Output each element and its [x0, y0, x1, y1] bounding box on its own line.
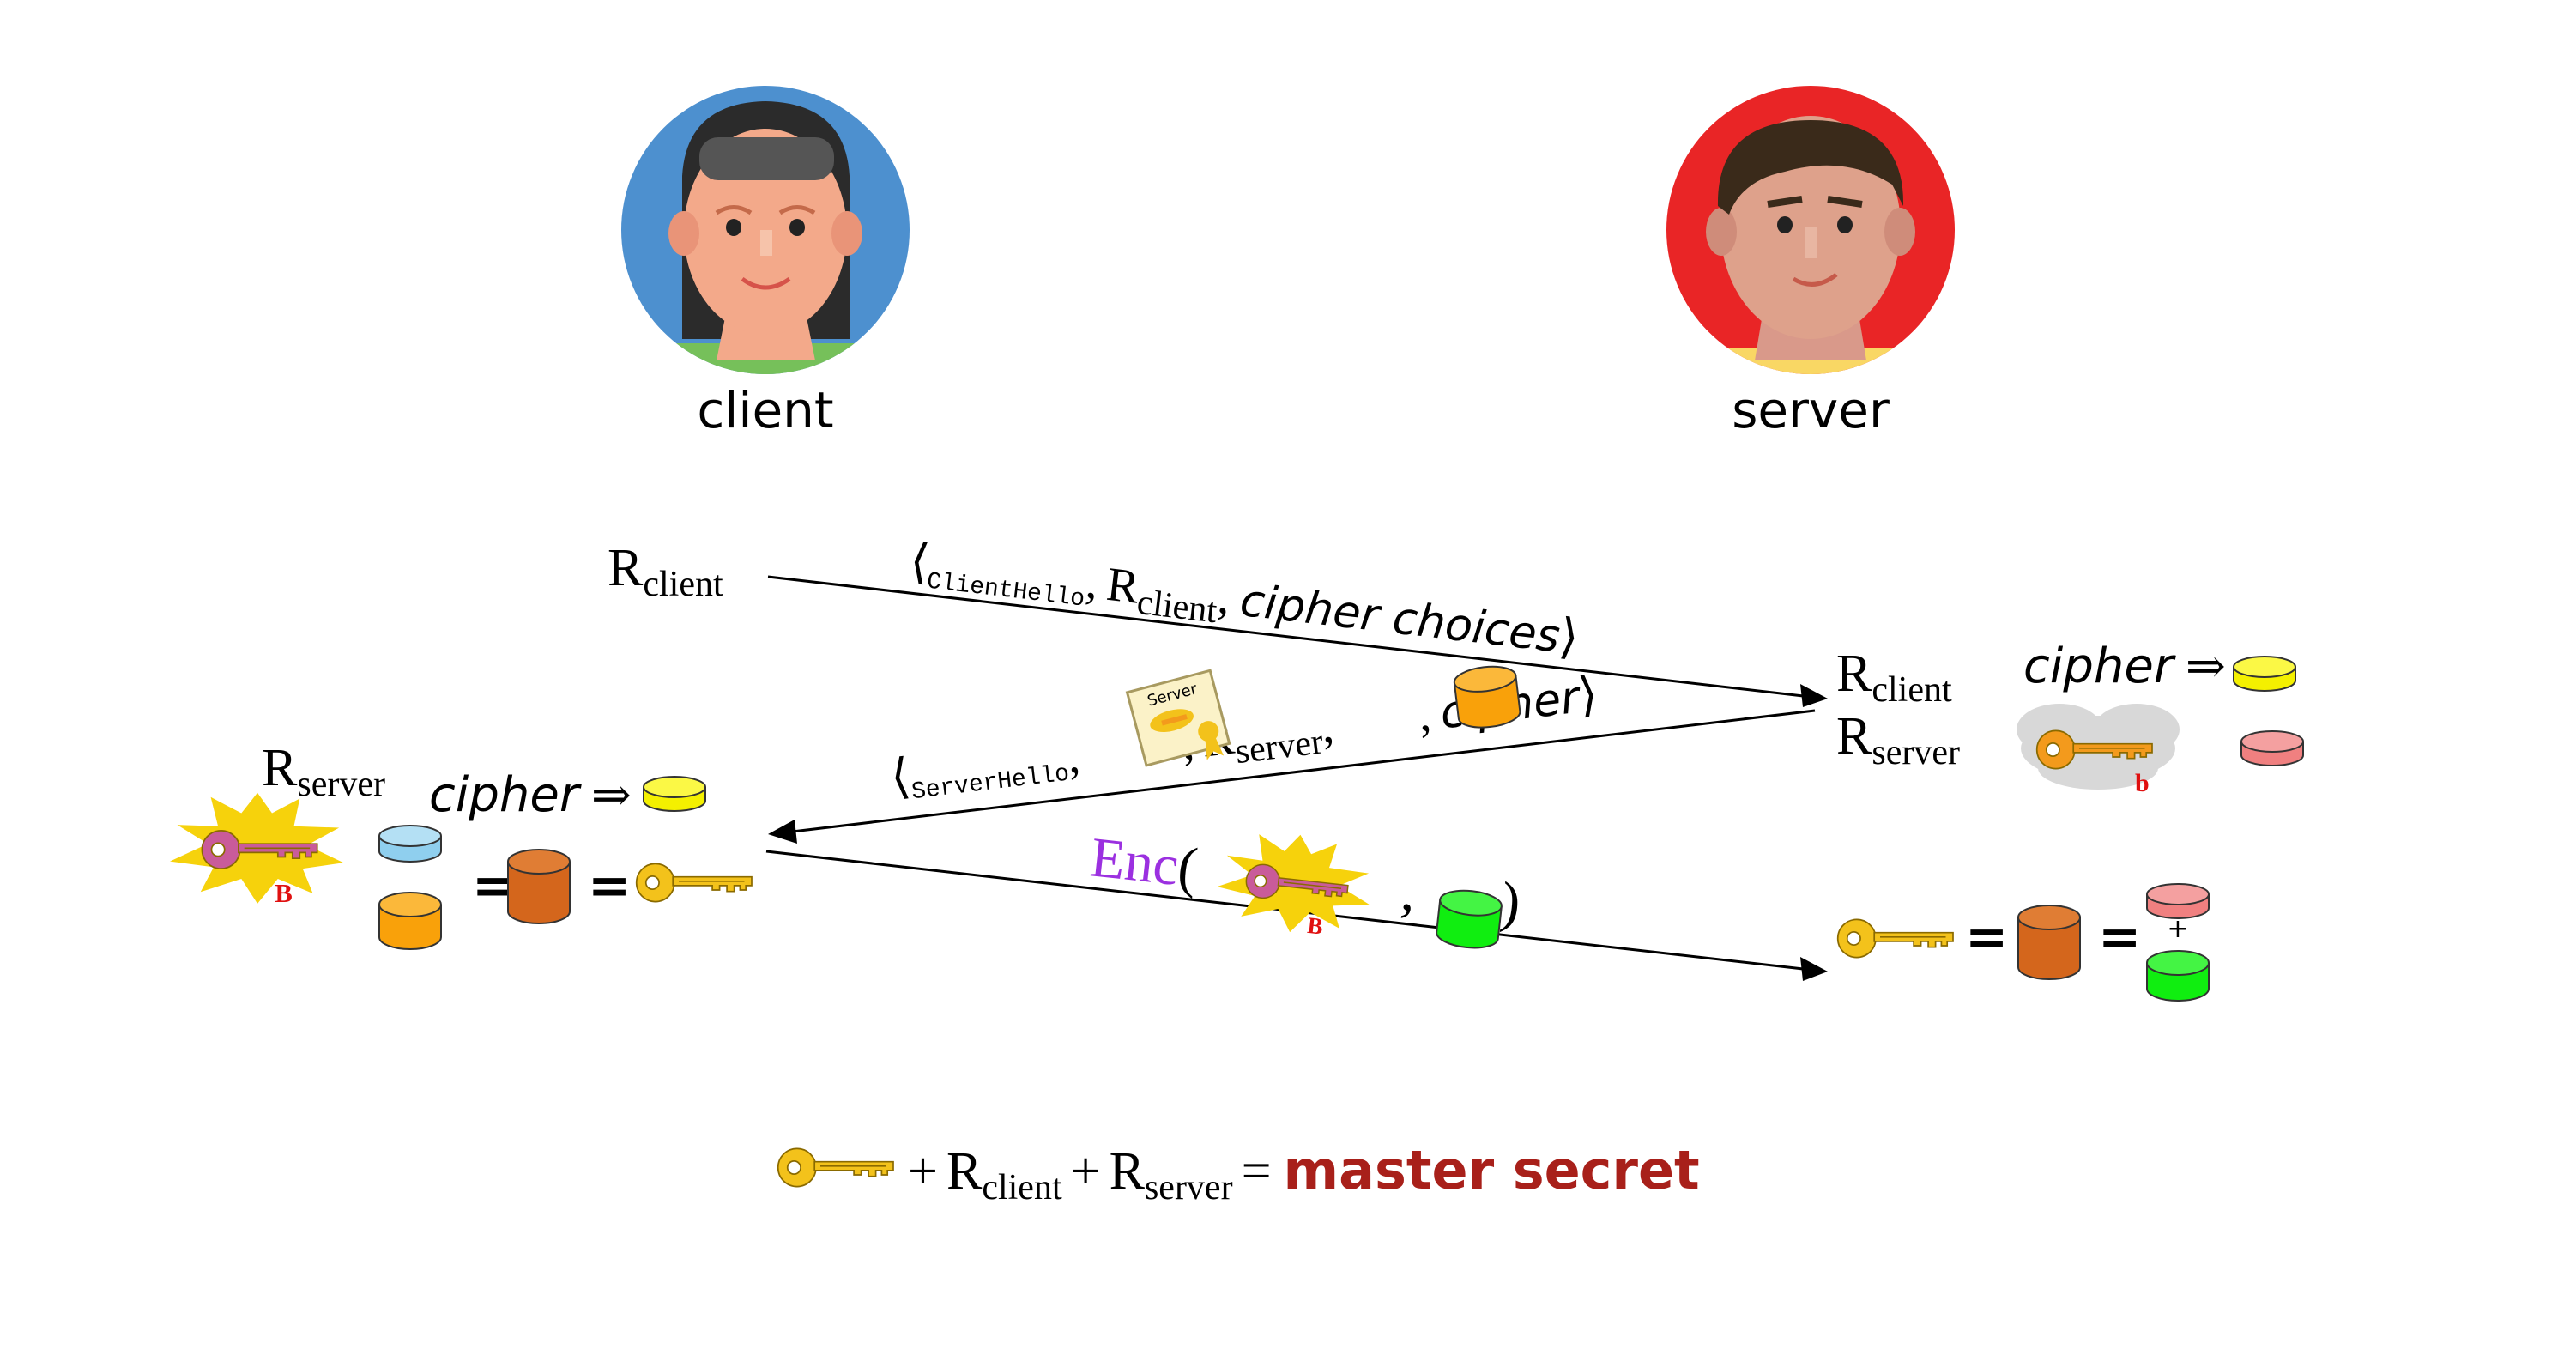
client-avatar: [621, 86, 910, 374]
server-yellow-disk-icon: [2233, 656, 2296, 692]
server-cipher-text: cipher: [2023, 639, 2176, 694]
server-equals-2: =: [2098, 907, 2141, 967]
server-implies: ⇒: [2186, 640, 2226, 693]
master-secret-label: master secret: [1284, 1139, 1700, 1202]
client-orange-disk-icon: [378, 892, 442, 950]
svg-text:⟨ClientHello,Rclient,cipher ch: ⟨ClientHello,Rclient,cipher choices⟩: [906, 535, 1581, 673]
client-gold-key-icon: [635, 863, 753, 903]
svg-text:cipher⇒: cipher⇒: [429, 767, 632, 823]
client-hello-name: ClientHello: [925, 569, 1085, 614]
client-equals-2: =: [588, 856, 631, 916]
arrow-server-hello: [768, 709, 1816, 844]
client-r-client: Rclient: [608, 539, 723, 604]
server-pink-disk-icon: [2240, 730, 2304, 766]
svg-text:Enc(,): Enc(,): [1087, 826, 1523, 935]
server-brown-cylinder-icon: [2017, 905, 2081, 980]
client-r-server: Rserver: [262, 739, 385, 804]
server-private-key-badge: b: [2135, 769, 2150, 797]
server-pink-disk-2-icon: [2146, 883, 2210, 919]
orange-cylinder-icon: [1453, 665, 1521, 729]
client-blue-disk-icon: [378, 825, 442, 863]
server-r-client: Rclient: [1836, 645, 1952, 710]
client-yellow-disk-icon: [643, 776, 706, 812]
encrypted-key-badge: B: [1306, 912, 1324, 940]
master-secret-formula: +Rclient+Rserver=master secret: [908, 1139, 1700, 1208]
server-gold-key-icon: [1836, 918, 1954, 959]
encrypted-key-starburst-icon: B: [1212, 826, 1376, 941]
arrow-client-hello: [767, 575, 1828, 707]
green-cylinder-icon: [1436, 889, 1503, 949]
enc-label: Enc: [1087, 826, 1182, 898]
certificate-icon: Server: [1125, 669, 1231, 767]
client-public-key-starburst-icon: B: [170, 792, 344, 908]
server-plus: +: [2167, 914, 2188, 944]
server-label: server: [1732, 381, 1890, 439]
client-hello-message: ⟨ClientHello,Rclient,cipher choices⟩: [906, 535, 1581, 673]
svg-text:cipher⇒: cipher⇒: [2023, 639, 2226, 694]
client-label: client: [697, 381, 833, 439]
client-implies: ⇒: [591, 769, 632, 822]
client-brown-cylinder-icon: [507, 849, 571, 924]
server-avatar: [1666, 86, 1955, 374]
client-hello-r: R: [1104, 558, 1143, 614]
server-r-server: Rserver: [1836, 707, 1960, 772]
encrypted-message: Enc(,) B: [1087, 826, 1523, 949]
client-public-key-badge: B: [275, 879, 292, 908]
server-hello-name: ServerHello: [910, 761, 1071, 807]
formula-gold-key-icon: [777, 1147, 894, 1188]
server-private-key-cloud-icon: b: [2017, 704, 2180, 797]
server-green-disk-icon: [2146, 950, 2210, 1002]
server-equals-1: =: [1965, 907, 2008, 967]
client-cipher-text: cipher: [429, 767, 582, 823]
